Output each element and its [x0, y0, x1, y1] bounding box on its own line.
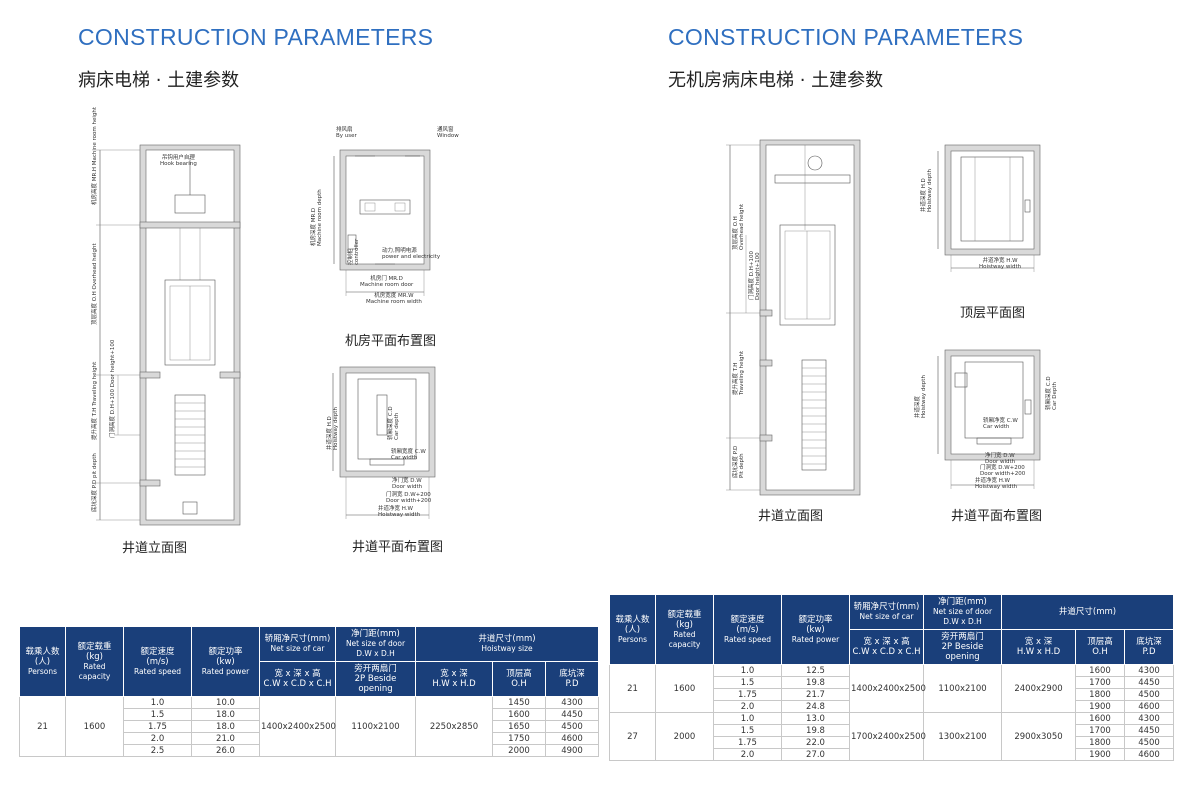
left-en-title: CONSTRUCTION PARAMETERS — [78, 24, 434, 50]
th-hoist-wd: 宽 x 深 H.W x H.D — [415, 661, 493, 697]
machine-room-caption: 机房平面布置图 — [345, 334, 437, 349]
left-hoistway-plan-caption: 井道平面布置图 — [352, 540, 444, 555]
th-hoist-wd: 宽 x 深 H.W x H.D — [1001, 629, 1076, 665]
oh-label: 顶层高度 O.H Overhead height — [92, 243, 98, 325]
th-hoistway: 井道尺寸(mm)Hoistway size — [414, 626, 600, 662]
pd-label: 底坑深度 P.D pit depth — [92, 453, 98, 512]
left-elevation-drawing — [96, 144, 241, 526]
right-elevation-drawing — [726, 139, 861, 496]
th-hoist-pd: 底坑深 P.D — [544, 661, 600, 697]
th-hoist-oh: 顶层高 O.H — [1075, 629, 1125, 665]
th-hoist-oh: 顶层高 O.H — [492, 661, 546, 697]
right-hoistway-plan-caption: 井道平面布置图 — [951, 509, 1043, 524]
th-power: 额定功率 (kw)Rated power — [781, 594, 850, 665]
mr-h-label: 机房高度 MR.H Machine room height — [92, 106, 98, 205]
th-car-sub: 宽 x 深 x 高 C.W x C.D x C.H — [259, 661, 336, 697]
th-power: 额定功率 (kw)Rated power — [191, 626, 260, 697]
th-hoist-pd: 底坑深 P.D — [1123, 629, 1175, 665]
left-hoistway-plan-drawing — [332, 366, 436, 519]
right-hoistway-plan-drawing — [937, 349, 1041, 489]
th-door-sub: 旁开两扇门 2P Beside opening — [923, 629, 1002, 665]
right-en-title: CONSTRUCTION PARAMETERS — [668, 24, 1024, 50]
th-capacity: 额定载重 (kg)Rated capacity — [655, 594, 714, 665]
th-label: 提升高度 T.H Traveling height — [92, 361, 98, 440]
th-car: 轿厢净尺寸(mm)Net size of car — [259, 626, 336, 662]
th-door-sub: 旁开两扇门 2P Beside opening — [335, 661, 416, 697]
left-cn-title: 病床电梯 · 土建参数 — [78, 70, 240, 91]
th-persons: 载乘人数 (人)Persons — [609, 594, 656, 665]
left-spec-table: 载乘人数 (人)Persons 额定载重 (kg)Rated capacity … — [19, 626, 600, 757]
top-plan-caption: 顶层平面图 — [960, 306, 1026, 321]
th-car: 轿厢净尺寸(mm)Net size of car — [849, 594, 924, 630]
top-plan-drawing — [937, 144, 1041, 272]
right-cn-title: 无机房病床电梯 · 土建参数 — [668, 70, 884, 91]
th-speed: 额定速度 (m/s)Rated speed — [123, 626, 192, 697]
th-hoistway: 井道尺寸(mm) — [1000, 594, 1175, 630]
th-car-sub: 宽 x 深 x 高 C.W x C.D x C.H — [849, 629, 924, 665]
right-spec-table: 载乘人数 (人)Persons 额定载重 (kg)Rated capacity … — [609, 594, 1175, 761]
left-elevation-caption: 井道立面图 — [122, 541, 188, 556]
th-door: 净门距(mm)Net size of door D.W x D.H — [335, 626, 416, 662]
th-capacity: 额定载重 (kg)Rated capacity — [65, 626, 124, 697]
th-persons: 载乘人数 (人)Persons — [19, 626, 66, 697]
th-speed: 额定速度 (m/s)Rated speed — [713, 594, 782, 665]
right-elevation-caption: 井道立面图 — [758, 509, 824, 524]
th-door: 净门距(mm)Net size of door D.W x D.H — [923, 594, 1002, 630]
door-h-label: 门洞高度 D.H+100 Door height+100 — [110, 339, 116, 438]
machine-room-drawing — [333, 149, 431, 296]
